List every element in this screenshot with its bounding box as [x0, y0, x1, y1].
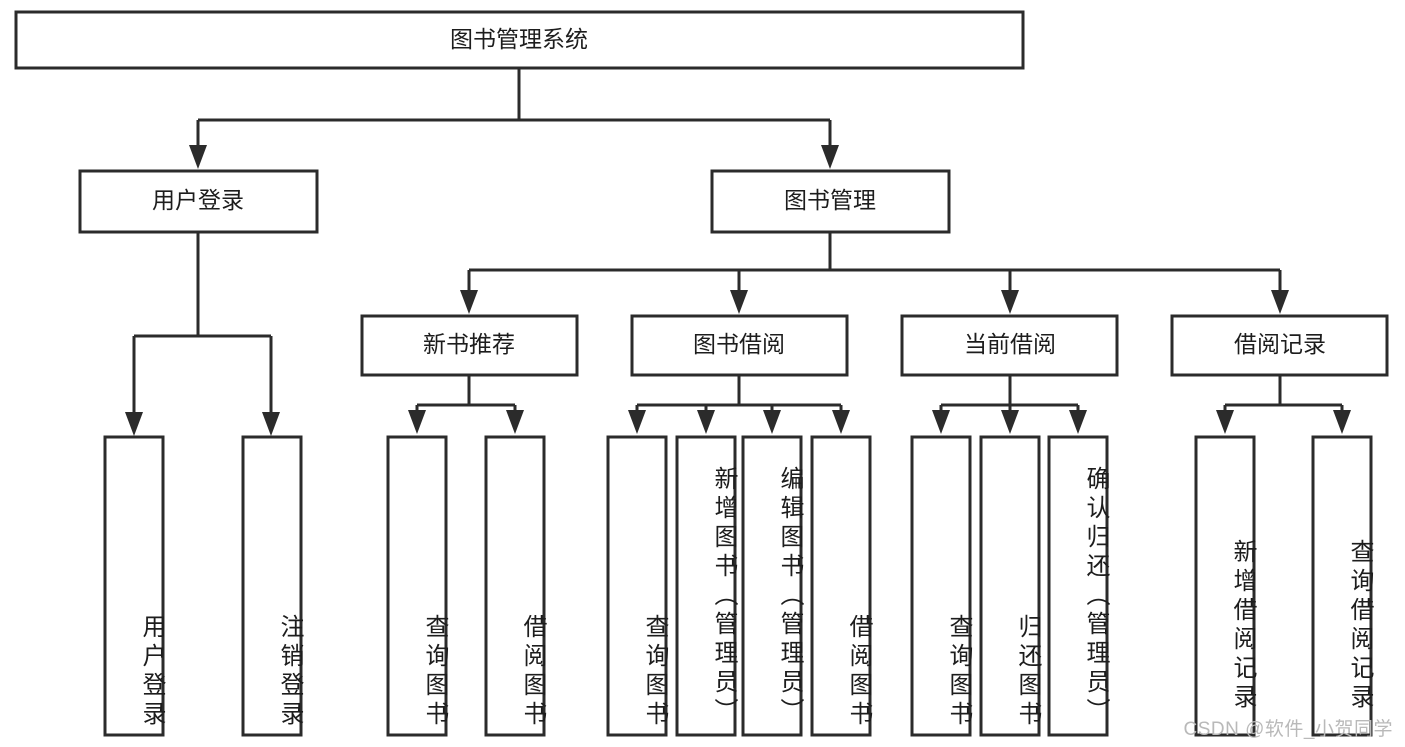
arrow-icon — [628, 410, 646, 434]
node-book-borrow[interactable]: 图书借阅 — [630, 314, 849, 377]
arrow-icon — [1069, 410, 1087, 434]
arrow-icon — [821, 145, 839, 169]
connector-root-to-level2 — [189, 68, 839, 169]
arrow-icon — [730, 290, 748, 314]
connector-current-borrow-to-leaves — [932, 375, 1087, 434]
leaf-box-book-borrow-2[interactable] — [741, 435, 803, 737]
leaf-box-user-login-1[interactable] — [241, 435, 303, 737]
leaf-box-current-borrow-1[interactable] — [979, 435, 1041, 737]
arrow-icon — [1271, 290, 1289, 314]
leaf-box-borrow-record-0[interactable] — [1194, 435, 1256, 737]
arrow-icon — [460, 290, 478, 314]
arrow-icon — [932, 410, 950, 434]
node-user-login-label: 用户登录 — [152, 187, 244, 213]
connector-book-borrow-to-leaves — [628, 375, 850, 434]
node-root-book-management-system[interactable]: 图书管理系统 — [14, 10, 1025, 70]
arrow-icon — [125, 412, 143, 436]
node-new-book-recommend[interactable]: 新书推荐 — [360, 314, 579, 377]
node-root-label: 图书管理系统 — [450, 26, 588, 52]
node-book-management-label: 图书管理 — [784, 187, 876, 213]
leaf-boxes-current-borrow — [910, 435, 1109, 737]
connector-borrow-record-to-leaves — [1216, 375, 1351, 434]
arrow-icon — [1001, 290, 1019, 314]
arrow-icon — [1333, 410, 1351, 434]
arrow-icon — [697, 410, 715, 434]
leaf-box-borrow-record-1[interactable] — [1311, 435, 1373, 737]
node-borrow-record[interactable]: 借阅记录 — [1170, 314, 1389, 377]
arrow-icon — [832, 410, 850, 434]
node-book-borrow-label: 图书借阅 — [693, 331, 785, 357]
node-book-management[interactable]: 图书管理 — [710, 169, 951, 234]
node-user-login[interactable]: 用户登录 — [78, 169, 319, 234]
connector-book-mgmt-to-level3 — [460, 232, 1289, 314]
arrow-icon — [506, 410, 524, 434]
csdn-watermark: CSDN @软件_小贺同学 — [1183, 719, 1393, 740]
leaf-box-new-book-0[interactable] — [386, 435, 448, 737]
arrow-icon — [1216, 410, 1234, 434]
leaf-boxes-new-book-recommend — [386, 435, 546, 737]
node-new-book-recommend-label: 新书推荐 — [423, 331, 515, 357]
leaf-boxes-book-borrow — [606, 435, 872, 737]
arrow-icon — [262, 412, 280, 436]
node-borrow-record-label: 借阅记录 — [1234, 331, 1326, 357]
arrow-icon — [1001, 410, 1019, 434]
node-current-borrow[interactable]: 当前借阅 — [900, 314, 1119, 377]
leaf-box-user-login-0[interactable] — [103, 435, 165, 737]
leaf-boxes-user-login — [103, 435, 303, 737]
connector-user-login-to-leaves — [125, 232, 280, 436]
leaf-box-current-borrow-2[interactable] — [1047, 435, 1109, 737]
leaf-box-book-borrow-0[interactable] — [606, 435, 668, 737]
leaf-box-book-borrow-1[interactable] — [675, 435, 737, 737]
node-current-borrow-label: 当前借阅 — [964, 331, 1056, 357]
arrow-icon — [763, 410, 781, 434]
connector-new-book-to-leaves — [408, 375, 524, 434]
leaf-box-new-book-1[interactable] — [484, 435, 546, 737]
arrow-icon — [189, 145, 207, 169]
leaf-boxes-borrow-record — [1194, 435, 1373, 737]
leaf-box-current-borrow-0[interactable] — [910, 435, 972, 737]
arrow-icon — [408, 410, 426, 434]
leaf-box-book-borrow-3[interactable] — [810, 435, 872, 737]
